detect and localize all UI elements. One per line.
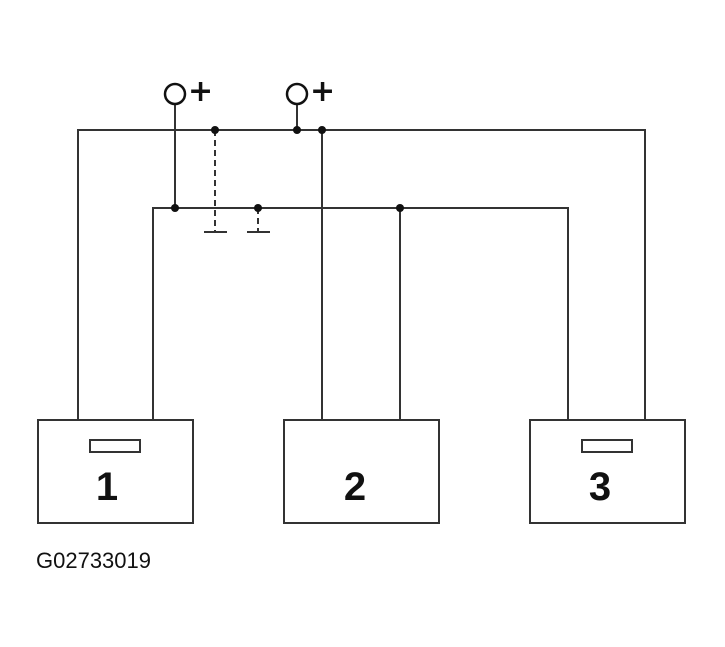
right-supply-terminal-icon — [285, 82, 309, 106]
module-3-resistor-icon — [581, 439, 633, 453]
junction-node — [171, 204, 179, 212]
junction-node — [293, 126, 301, 134]
outer-bus-wire — [77, 129, 646, 442]
junction-node — [396, 204, 404, 212]
module-3-box — [529, 419, 686, 524]
inner-bus-wire — [152, 207, 569, 442]
module-2-box — [283, 419, 440, 524]
module-2-label: 2 — [344, 465, 366, 509]
junction-node — [318, 126, 326, 134]
module-1-resistor-icon — [89, 439, 141, 453]
figure-code: G02733019 — [36, 548, 151, 573]
module-3-label: 3 — [589, 465, 611, 509]
left-supply-plus-sign: + — [188, 74, 213, 109]
module-1-label: 1 — [96, 465, 118, 509]
module-1-box — [37, 419, 194, 524]
junction-node — [254, 204, 262, 212]
left-supply-terminal-icon — [163, 82, 187, 106]
right-supply-plus-sign: + — [310, 74, 335, 109]
junction-node — [211, 126, 219, 134]
